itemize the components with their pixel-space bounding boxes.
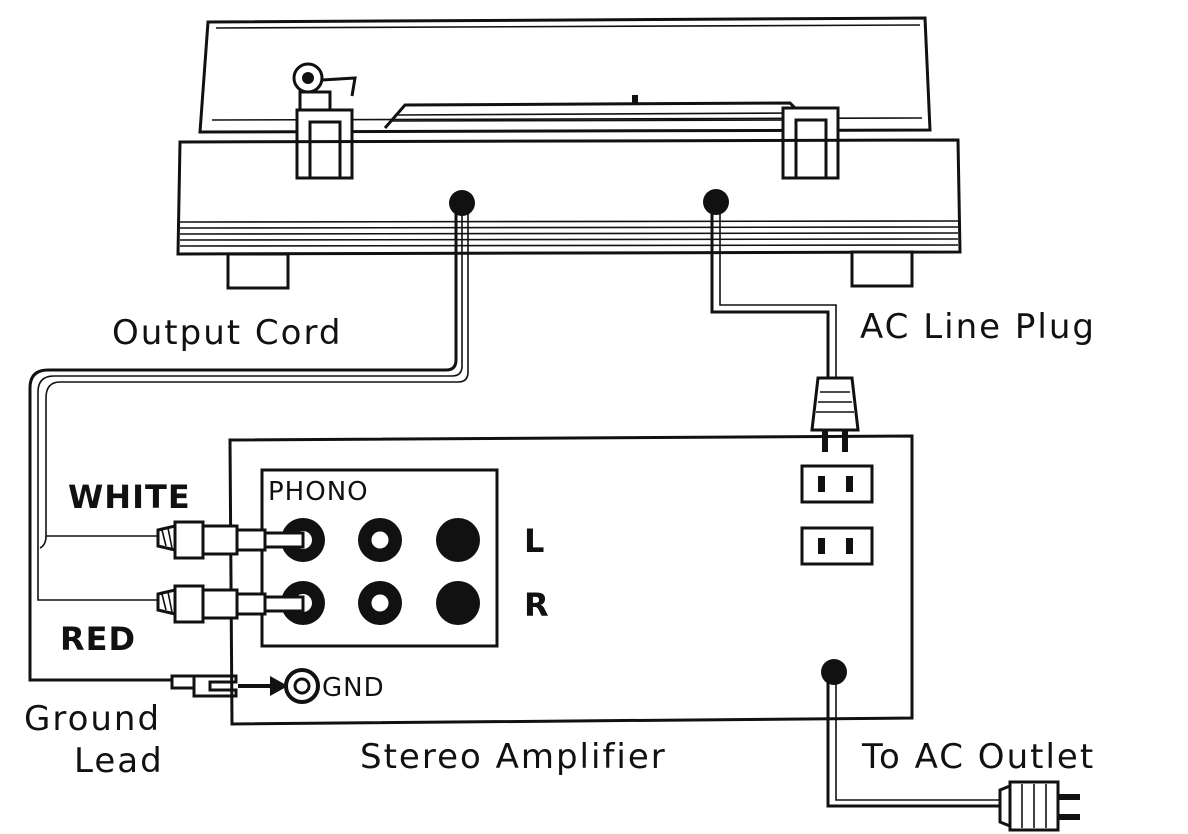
hinge-right: [781, 106, 840, 180]
rca-plug-red: [156, 584, 305, 624]
jack-3-r: [436, 581, 480, 625]
tonearm: [292, 62, 357, 112]
amp-power-cord: [826, 674, 1000, 808]
label-l: L: [524, 522, 545, 560]
label-output-cord: Output Cord: [112, 313, 342, 353]
label-ground-lead-2: Lead: [74, 741, 164, 781]
ac-outlet-2: [800, 526, 874, 566]
label-r: R: [524, 586, 550, 624]
ac-line-plug: [810, 376, 860, 452]
jack-2-l: [358, 518, 402, 562]
label-gnd: GND: [322, 673, 385, 703]
turntable-base: [176, 138, 962, 256]
foot-right: [850, 250, 914, 288]
label-phono: PHONO: [268, 477, 369, 507]
ground-lead-lug: [170, 674, 238, 698]
jack-2-r: [358, 581, 402, 625]
label-red: RED: [60, 620, 136, 658]
foot-left: [226, 252, 290, 290]
phono-panel: [260, 468, 499, 648]
output-cord: [28, 206, 469, 682]
label-ac-line-plug: AC Line Plug: [860, 307, 1096, 347]
gnd-terminal: [284, 668, 320, 704]
jack-3-l: [436, 518, 480, 562]
platter: [383, 95, 817, 130]
hinge-left: [295, 108, 354, 180]
power-cord-socket: [703, 189, 729, 215]
label-to-ac-outlet: To AC Outlet: [861, 737, 1095, 777]
turntable: [176, 16, 962, 290]
ac-outlet-1: [800, 464, 874, 504]
label-ground-lead-1: Ground: [24, 699, 161, 739]
wall-plug: [998, 780, 1080, 832]
label-stereo-amplifier: Stereo Amplifier: [360, 737, 667, 777]
label-white: WHITE: [68, 478, 191, 516]
ground-arrow: [238, 676, 288, 696]
amp-power-cord-exit: [821, 659, 847, 685]
rca-plug-white: [156, 520, 305, 560]
stereo-amplifier: [228, 434, 914, 726]
ac-line-cord: [710, 206, 837, 378]
